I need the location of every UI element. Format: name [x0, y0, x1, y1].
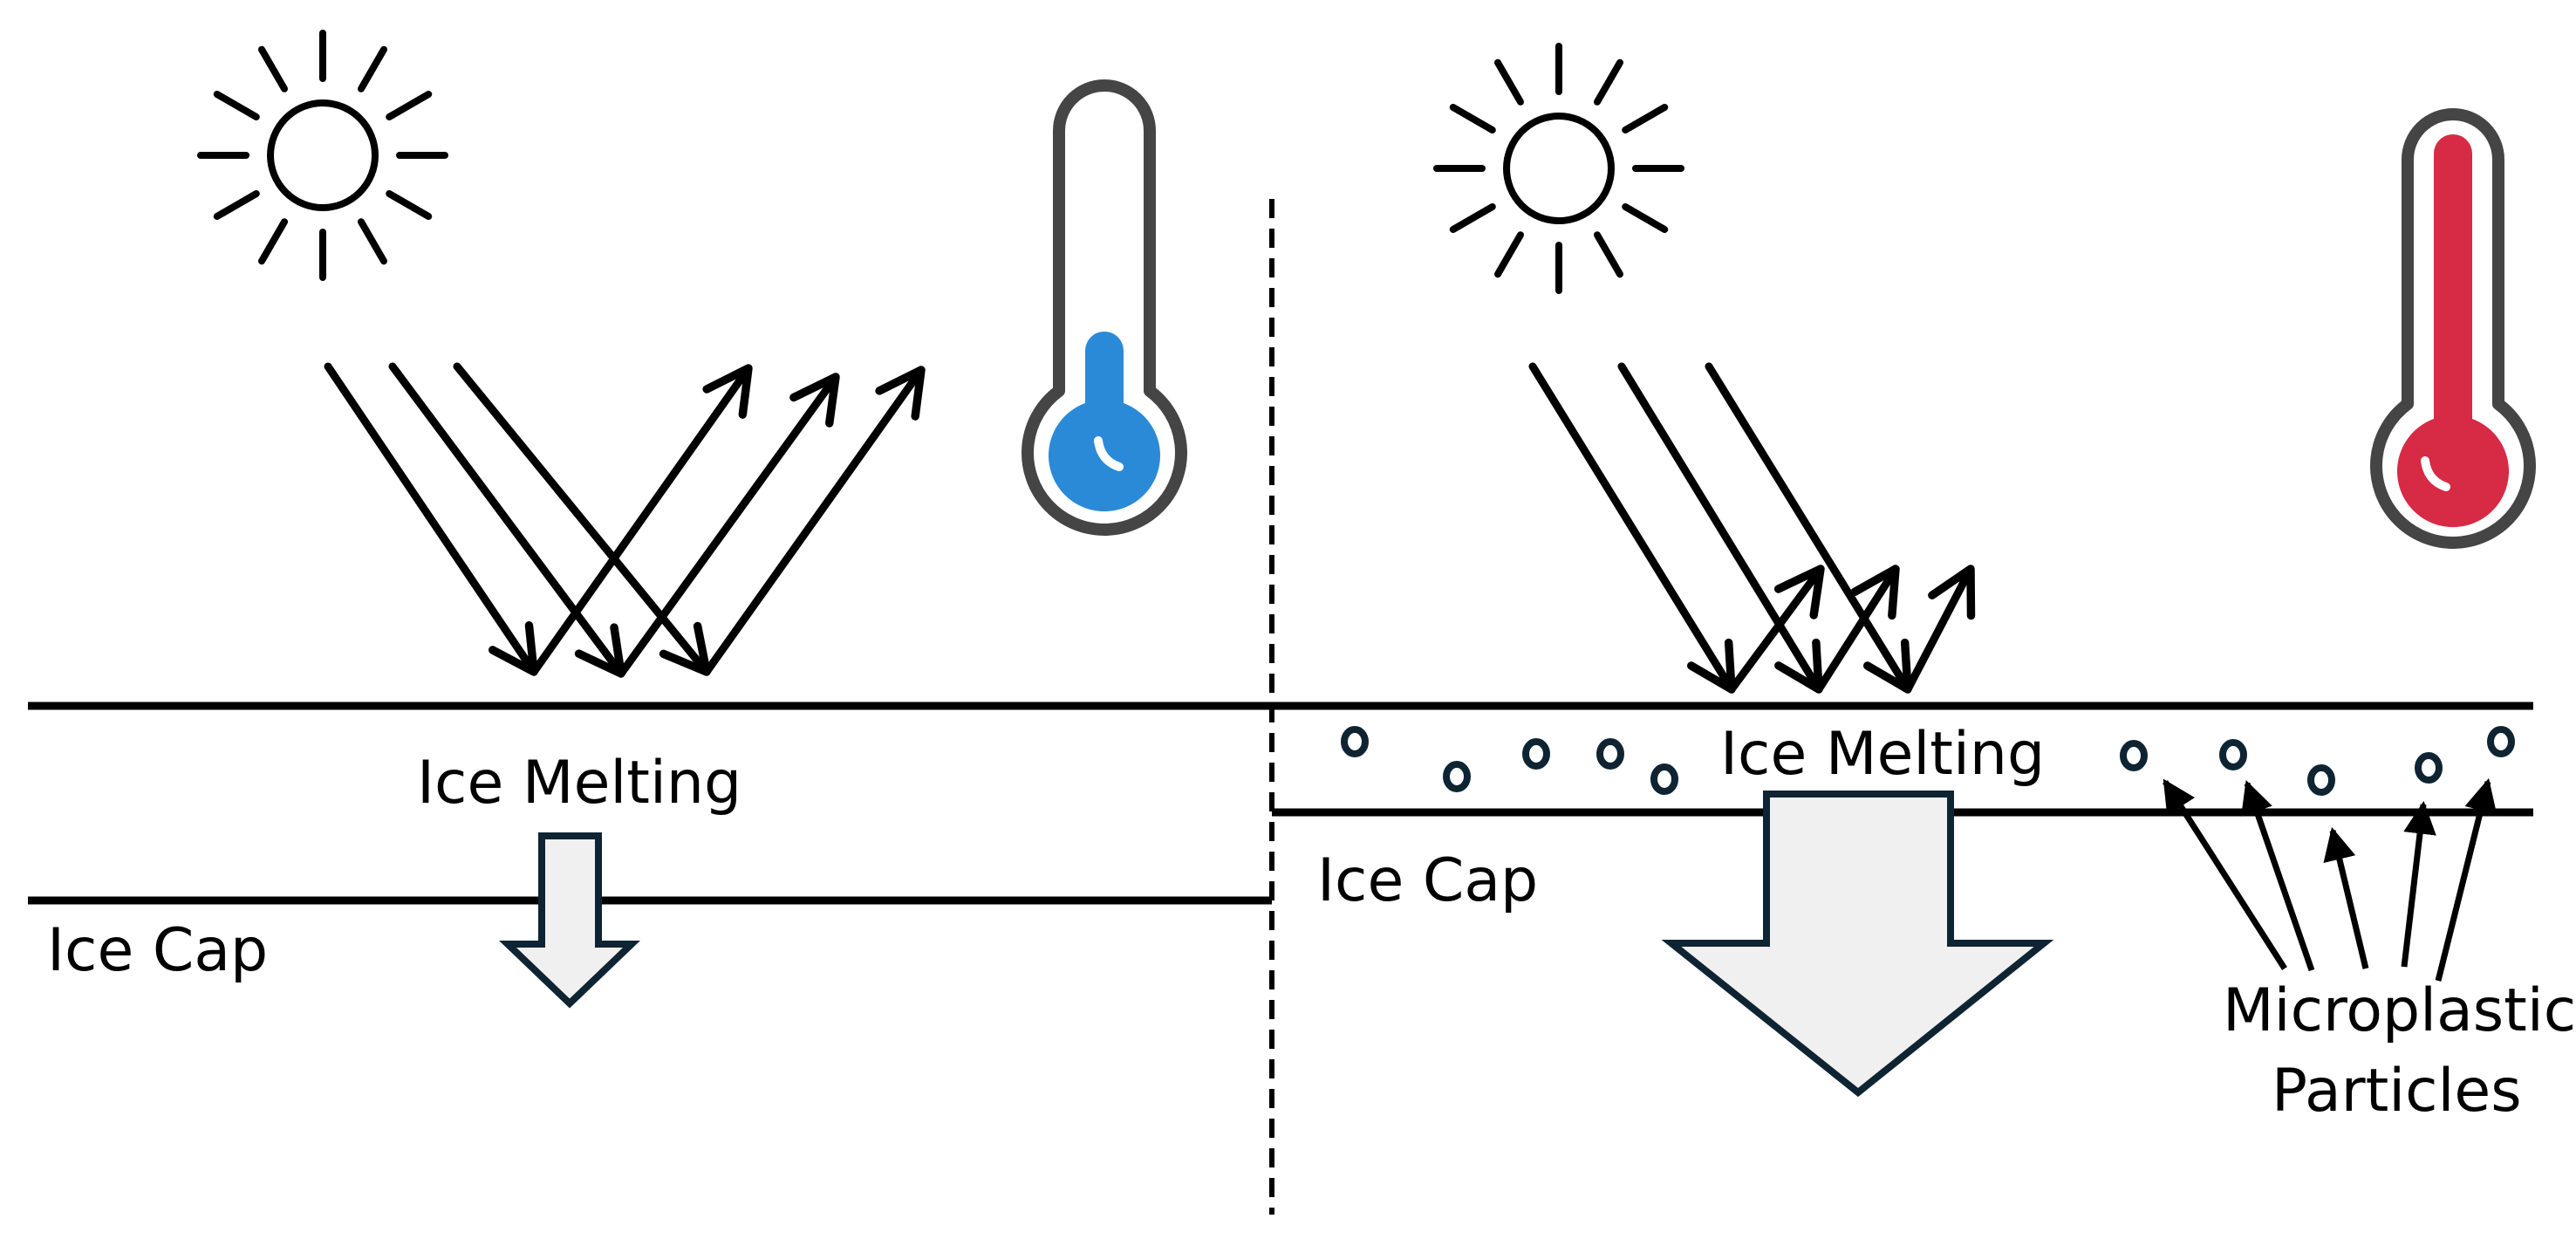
- particle: [2487, 726, 2515, 757]
- thermometer-hot-icon: [2370, 108, 2536, 549]
- incoming-ray: [453, 362, 711, 676]
- sun-ray: [258, 218, 288, 265]
- incoming-rays: [1528, 362, 1912, 694]
- incoming-ray: [1705, 362, 1912, 694]
- sun-ray: [1449, 104, 1496, 134]
- reflected-rays: [1727, 565, 1976, 694]
- sun-disc: [1503, 113, 1615, 224]
- particle: [1522, 738, 1550, 770]
- pointer-arrow: [2241, 780, 2315, 972]
- sun-icon: [1433, 43, 1684, 294]
- particle: [1596, 738, 1624, 770]
- particle: [1443, 761, 1471, 792]
- reflected-ray: [1903, 565, 1976, 694]
- incoming-ray: [1528, 362, 1736, 694]
- incoming-ray: [1617, 362, 1823, 694]
- sun-ray: [1594, 58, 1623, 106]
- incoming-ray: [388, 362, 625, 678]
- sun-ray: [1449, 203, 1496, 233]
- sun-disc: [267, 99, 379, 211]
- pointer-arrow: [2323, 826, 2369, 969]
- panel-polluted: Ice Melting Ice Cap Microplastic Particl…: [1272, 43, 2576, 1126]
- sun-icon: [197, 30, 448, 281]
- sun-ray: [1494, 231, 1524, 278]
- ice-cap-label: Ice Cap: [1317, 846, 1538, 915]
- sun-ray: [358, 45, 387, 92]
- particle-pointers: [2163, 777, 2497, 982]
- particle: [2415, 752, 2443, 784]
- melting-arrow-large: [1661, 791, 2054, 1098]
- sun-ray: [386, 190, 433, 220]
- microplastic-particles: [1341, 726, 2515, 796]
- reflected-rays: [530, 364, 926, 678]
- incoming-rays: [324, 362, 711, 678]
- pointer-arrow: [2401, 800, 2436, 968]
- sun-ray: [1622, 203, 1669, 233]
- thermometer-fill: [1048, 332, 1160, 512]
- sun-ray: [258, 45, 288, 92]
- pointer-arrow: [2435, 777, 2497, 982]
- microplastic-label-line2: Particles: [2272, 1057, 2522, 1126]
- particle: [1650, 763, 1678, 795]
- sun-ray: [213, 190, 260, 220]
- sun-ray: [1494, 58, 1524, 106]
- thermometer-cold-icon: [1022, 79, 1187, 536]
- ice-melting-label: Ice Melting: [417, 749, 741, 818]
- incoming-ray: [324, 362, 538, 676]
- particle: [2219, 739, 2247, 770]
- reflected-ray: [617, 373, 840, 678]
- sun-ray: [1622, 104, 1669, 134]
- sun-ray: [386, 91, 433, 120]
- microplastic-label-line1: Microplastic: [2223, 976, 2576, 1045]
- reflected-ray: [1727, 565, 1825, 694]
- thermometer-fill: [2397, 134, 2510, 528]
- pointer-arrow: [2163, 778, 2287, 970]
- particle: [2120, 740, 2148, 771]
- reflected-ray: [1814, 565, 1900, 694]
- particle: [2307, 764, 2335, 796]
- sun-ray: [358, 218, 387, 265]
- sun-ray: [1594, 231, 1623, 278]
- particle: [1341, 726, 1369, 757]
- reflected-ray: [530, 364, 753, 676]
- panel-clean: Ice Melting Ice Cap: [28, 30, 1272, 1009]
- ice-cap-label: Ice Cap: [47, 916, 268, 985]
- melting-arrow-small: [499, 832, 640, 1009]
- sun-ray: [213, 91, 260, 120]
- ice-melting-label: Ice Melting: [1720, 720, 2045, 789]
- reflected-ray: [702, 366, 926, 676]
